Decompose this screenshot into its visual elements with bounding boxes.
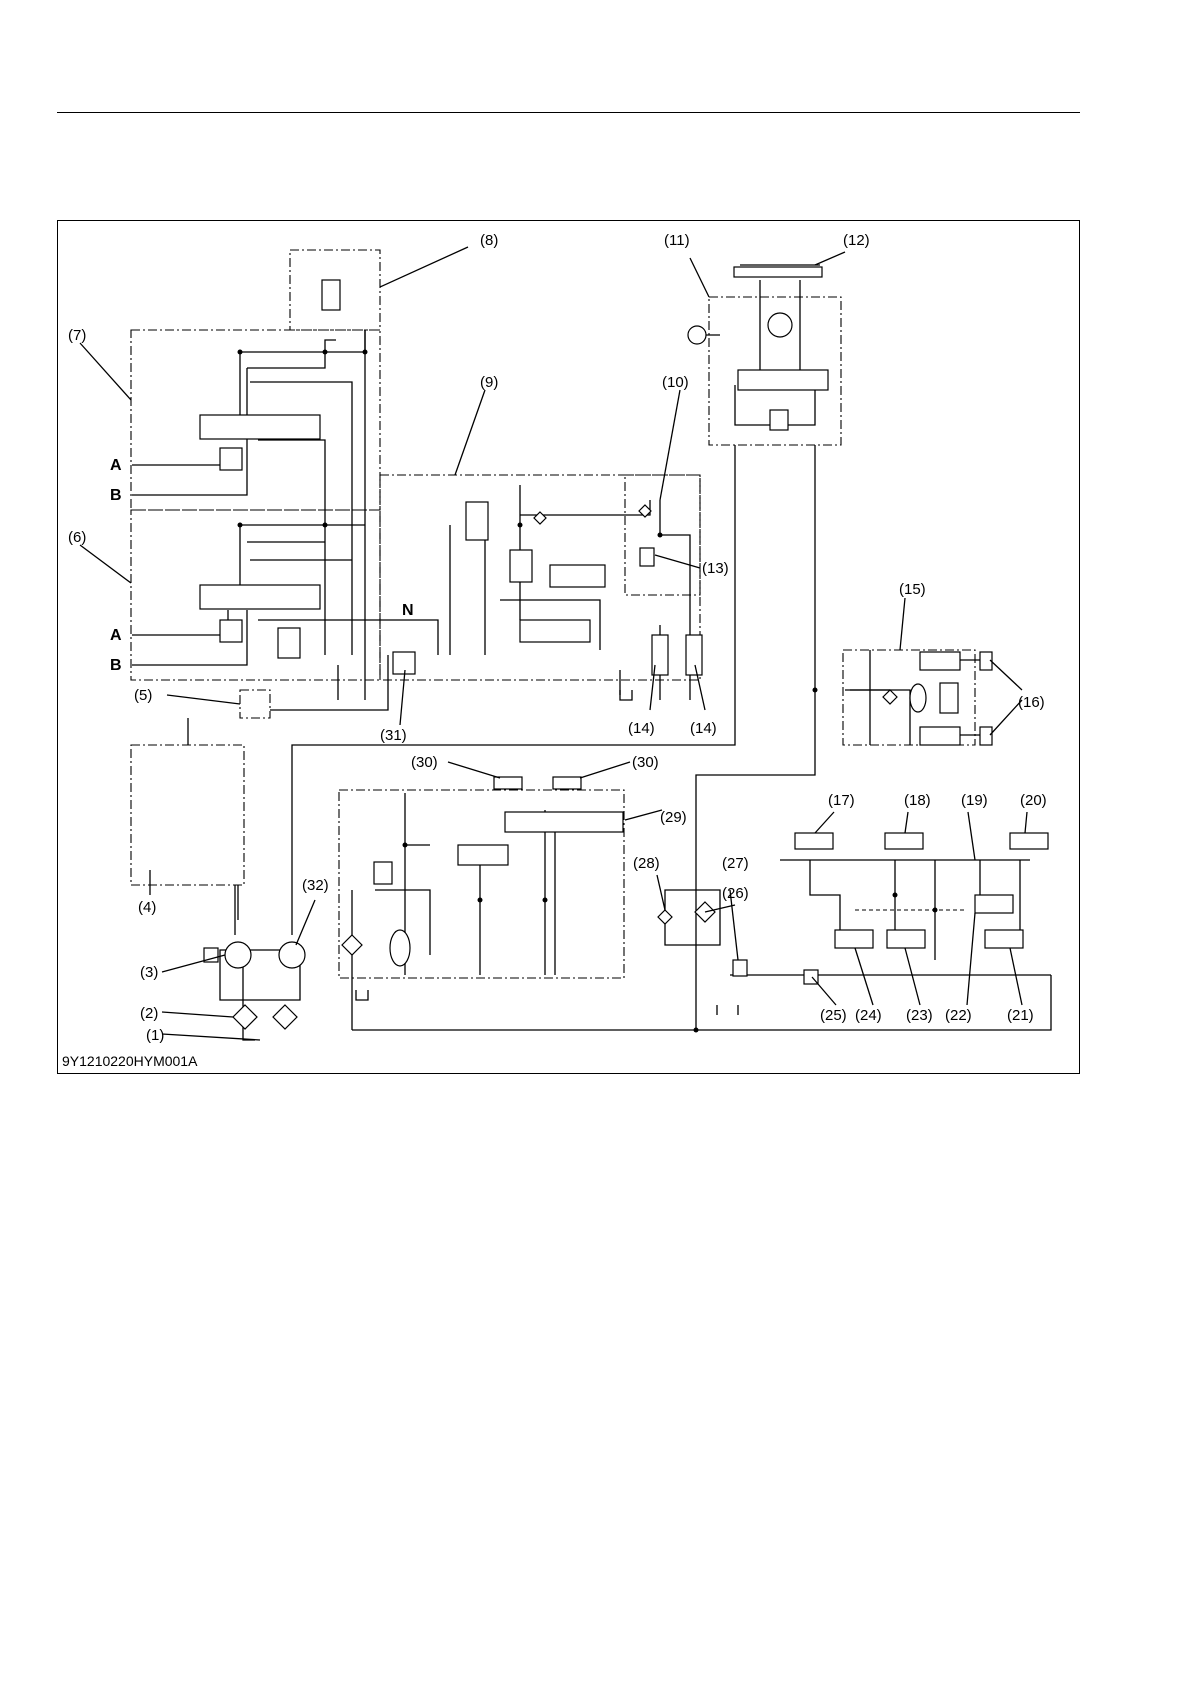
spool-valve-6 [200, 585, 320, 609]
figure-code: 9Y1210220HYM001A [62, 1053, 198, 1069]
steering-unit [768, 313, 792, 337]
check-9 [534, 512, 546, 524]
callout-leaders [80, 247, 1027, 1040]
callout-11: (11) [664, 232, 690, 249]
brake-valve-center [940, 683, 958, 713]
cylinder-14b [686, 635, 702, 675]
brake-valve-15b [920, 727, 960, 745]
valve-31 [393, 652, 415, 674]
callout-31: (31) [380, 727, 407, 744]
valve-9c [550, 565, 605, 587]
steering-wheel-symbol [688, 326, 706, 344]
valve-9d [520, 620, 590, 642]
callout-27: (27) [722, 855, 749, 872]
callout-19: (19) [961, 792, 988, 809]
filter-29 [342, 935, 362, 955]
relief-29 [374, 862, 392, 884]
valve-26 [733, 960, 747, 976]
tank-4 [131, 745, 244, 885]
pump-32-symbol [279, 942, 305, 968]
relief-valve-6 [220, 620, 242, 642]
callout-16: (16) [1018, 694, 1045, 711]
callout-32: (32) [302, 877, 329, 894]
callout-4: (4) [138, 899, 156, 916]
valve-8 [322, 280, 340, 310]
cylinder-18 [885, 833, 923, 849]
steering-valve-11 [738, 370, 828, 390]
relief-valve-11 [770, 410, 788, 430]
valve-29b [458, 845, 508, 865]
valve-13 [640, 548, 654, 566]
callout-26: (26) [722, 885, 749, 902]
callout-8: (8) [480, 232, 498, 249]
callout-10: (10) [662, 374, 689, 391]
component-boundaries [131, 250, 975, 978]
callout-14a: (14) [628, 720, 655, 737]
cylinder-20 [1010, 833, 1048, 849]
valve-24 [835, 930, 873, 948]
cylinder-17 [795, 833, 833, 849]
callout-20: (20) [1020, 792, 1047, 809]
valve-9a [466, 502, 488, 540]
callout-12: (12) [843, 232, 870, 249]
callout-30a: (30) [411, 754, 438, 771]
port-a-6: A [110, 627, 122, 644]
brake-valve-15a [920, 652, 960, 670]
cylinder-30a [494, 777, 522, 789]
boundary-5 [240, 690, 270, 718]
callout-2: (2) [140, 1005, 158, 1022]
callout-13: (13) [702, 560, 729, 577]
callout-14b: (14) [690, 720, 717, 737]
callout-1: (1) [146, 1027, 164, 1044]
cylinder-30b [553, 777, 581, 789]
port-b-7: B [110, 487, 122, 504]
spool-valve-7 [200, 415, 320, 439]
callout-23: (23) [906, 1007, 933, 1024]
callout-25: (25) [820, 1007, 847, 1024]
valve-23 [887, 930, 925, 948]
callout-15: (15) [899, 581, 926, 598]
valve-22 [975, 895, 1013, 913]
filter-2b [273, 1005, 297, 1029]
brake-accum [910, 684, 926, 712]
check-28 [658, 910, 672, 924]
callout-5: (5) [134, 687, 152, 704]
callout-29: (29) [660, 809, 687, 826]
callout-21: (21) [1007, 1007, 1034, 1024]
port-n: N [402, 602, 414, 619]
lever-valve [278, 628, 300, 658]
circuit-lines [132, 265, 1051, 1040]
accumulator-29 [390, 930, 410, 966]
junction-dots [238, 350, 938, 1033]
callout-6: (6) [68, 529, 86, 546]
callout-18: (18) [904, 792, 931, 809]
callout-3: (3) [140, 964, 158, 981]
check-15 [883, 690, 897, 704]
callout-22: (22) [945, 1007, 972, 1024]
valve-21 [985, 930, 1023, 948]
pump-3-symbol [225, 942, 251, 968]
callout-17: (17) [828, 792, 855, 809]
callout-28: (28) [633, 855, 660, 872]
callout-30b: (30) [632, 754, 659, 771]
port-b-6: B [110, 657, 122, 674]
steering-cylinder-12 [734, 267, 822, 277]
callout-9: (9) [480, 374, 498, 391]
relief-valve-7 [220, 448, 242, 470]
valve-29 [505, 812, 623, 832]
brake-cyl-16b [980, 727, 992, 745]
filter-2a [233, 1005, 257, 1029]
valve-9b [510, 550, 532, 582]
port-a-7: A [110, 457, 122, 474]
callout-24: (24) [855, 1007, 882, 1024]
callout-7: (7) [68, 327, 86, 344]
port-labels: A B A B N [110, 457, 414, 674]
